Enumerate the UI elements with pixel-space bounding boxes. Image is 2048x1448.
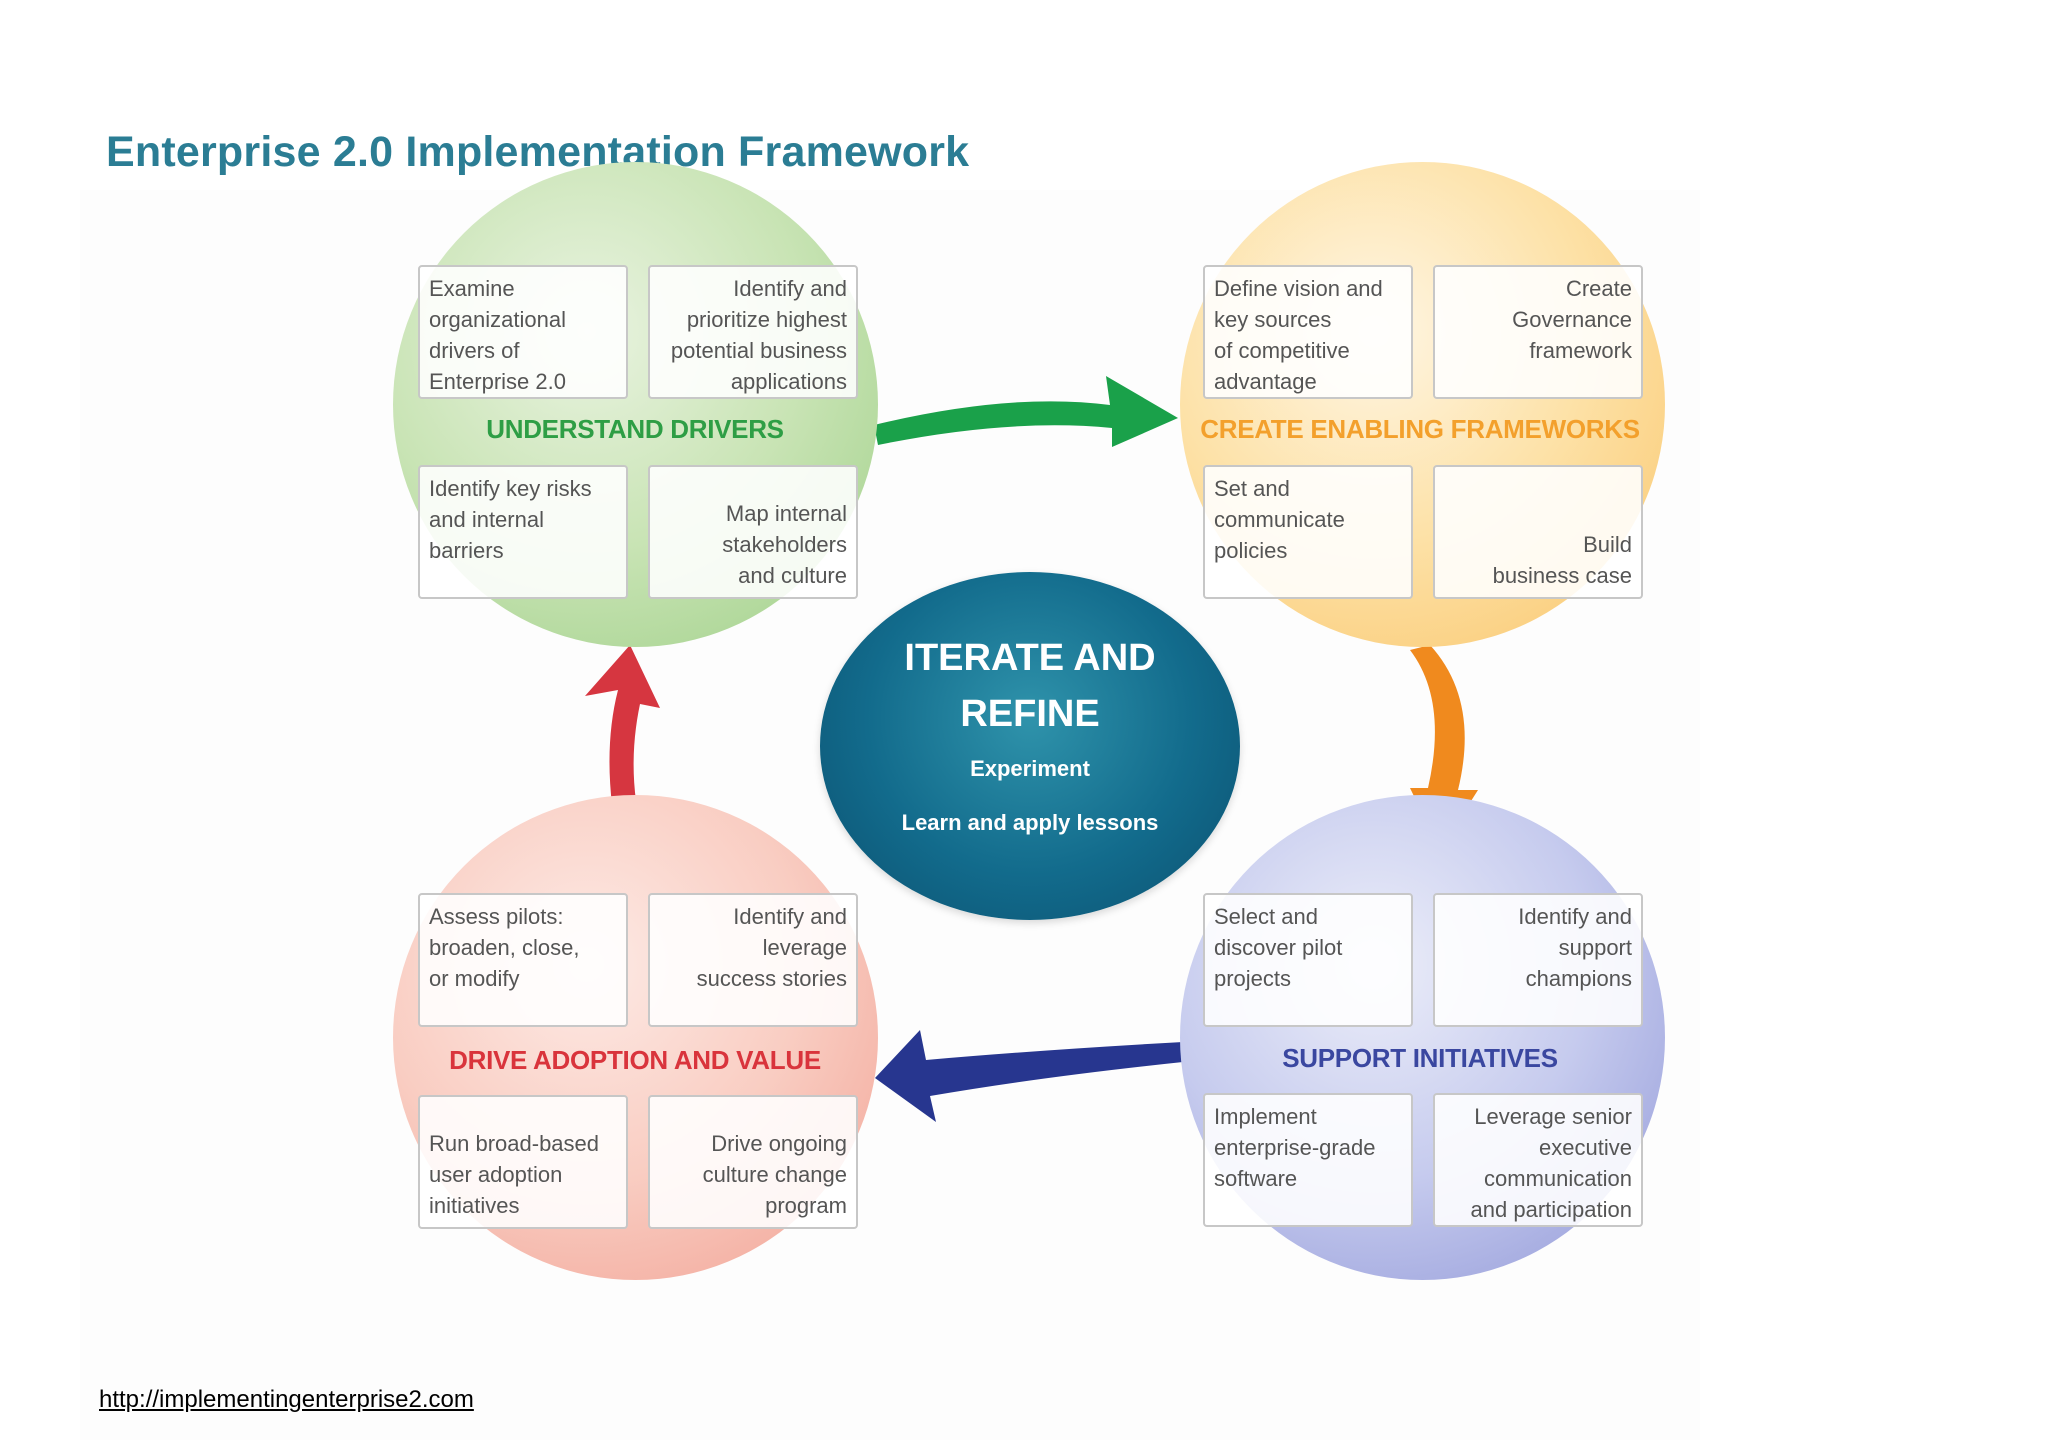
step-box: Build business case — [1433, 465, 1643, 599]
step-box: Select and discover pilot projects — [1203, 893, 1413, 1027]
step-box: Create Governance framework — [1433, 265, 1643, 399]
arrow-green — [874, 376, 1178, 447]
step-box: Identify and leverage success stories — [648, 893, 858, 1027]
arrow-red — [585, 645, 660, 853]
step-box: Implement enterprise-grade software — [1203, 1093, 1413, 1227]
source-link[interactable]: http://implementingenterprise2.com — [99, 1386, 474, 1413]
step-box: Run broad-based user adoption initiative… — [418, 1095, 628, 1229]
phase-label: UNDERSTAND DRIVERS — [486, 414, 784, 444]
step-box: Examine organizational drivers of Enterp… — [418, 265, 628, 399]
step-box: Identify key risks and internal barriers — [418, 465, 628, 599]
step-box: Identify and support champions — [1433, 893, 1643, 1027]
step-box: Assess pilots: broaden, close, or modify — [418, 893, 628, 1027]
step-box: Drive ongoing culture change program — [648, 1095, 858, 1229]
step-box: Set and communicate policies — [1203, 465, 1413, 599]
step-box: Map internal stakeholders and culture — [648, 465, 858, 599]
step-box: Define vision and key sources of competi… — [1203, 265, 1413, 399]
page-title: Enterprise 2.0 Implementation Framework — [106, 128, 970, 176]
center-line-experiment: Experiment — [970, 756, 1090, 781]
center-iterate-and-refine: ITERATE AND REFINE Experiment Learn and … — [820, 572, 1240, 920]
phase-label: SUPPORT INITIATIVES — [1282, 1043, 1558, 1073]
phase-label: DRIVE ADOPTION AND VALUE — [449, 1045, 821, 1075]
center-title: ITERATE AND REFINE — [904, 637, 1156, 735]
phase-label: CREATE ENABLING FRAMEWORKS — [1200, 414, 1640, 444]
step-box: Identify and prioritize highest potentia… — [648, 265, 858, 399]
center-line-learn: Learn and apply lessons — [901, 810, 1159, 835]
step-box: Leverage senior executive communication … — [1433, 1093, 1643, 1227]
arrow-navy — [875, 1030, 1183, 1122]
